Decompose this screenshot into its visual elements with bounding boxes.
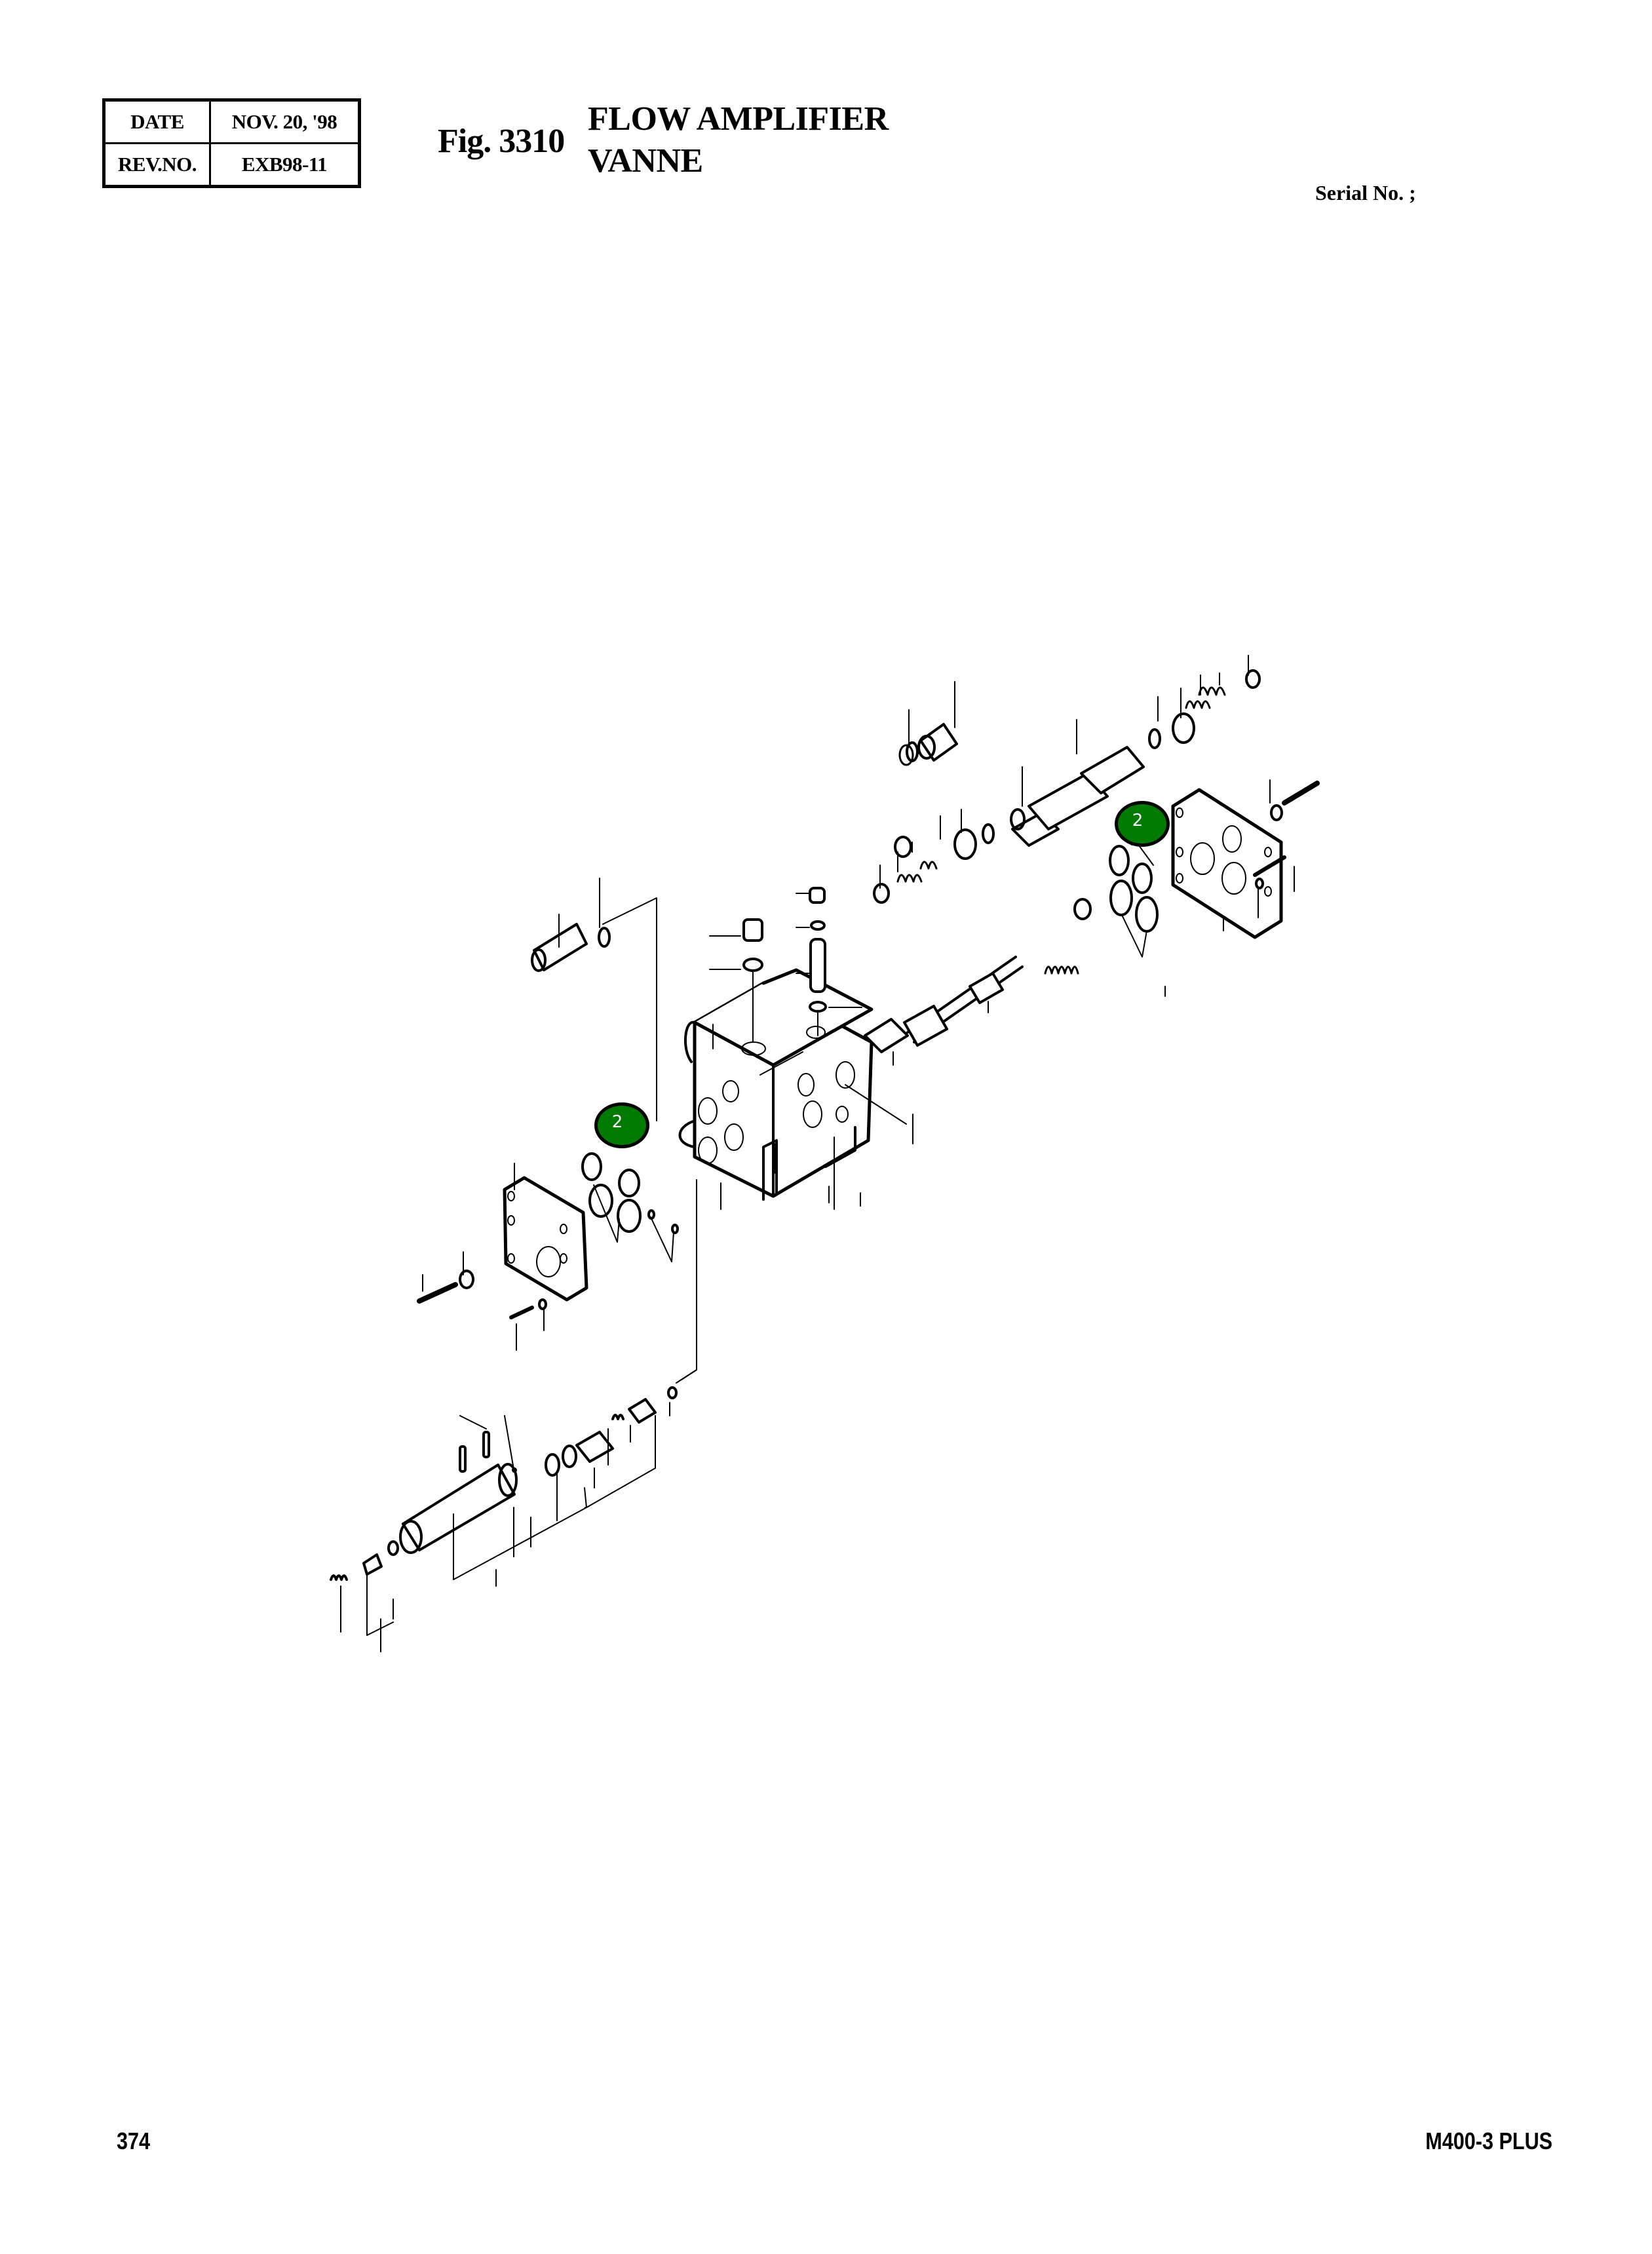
right-cover-holes [1176, 807, 1272, 897]
figure-title: FLOW AMPLIFIER VANNE [588, 98, 889, 182]
left-screws [417, 1270, 547, 1319]
revision-value: EXB98-11 [209, 142, 360, 187]
right-o-rings [1109, 845, 1159, 933]
callout-label: 2 [611, 1112, 623, 1132]
figure-number: Fig. 3310 [438, 123, 565, 160]
valve-body-ports [698, 1026, 856, 1168]
revision-table: DATE NOV. 20, '98 REV.NO. EXB98-11 [102, 98, 361, 188]
seals-upper [873, 669, 1261, 920]
middle-spool [864, 956, 1024, 1053]
left-o-rings [581, 1152, 679, 1234]
sleeve-upper [898, 723, 958, 766]
revision-row: REV.NO. EXB98-11 [103, 142, 360, 187]
model-name: M400-3 PLUS [1425, 2128, 1552, 2154]
date-label: DATE [103, 99, 211, 144]
title-line-1: FLOW AMPLIFIER [588, 100, 889, 138]
revision-label: REV.NO. [103, 142, 211, 187]
lower-cartridge [330, 1386, 678, 1581]
callout-label: 2 [1132, 811, 1143, 830]
page-number: 374 [117, 2128, 151, 2154]
serial-number-label: Serial No. ; [1315, 181, 1416, 204]
left-cover-holes [507, 1191, 567, 1277]
leader-lines [340, 655, 1295, 1652]
date-value: NOV. 20, '98 [209, 99, 360, 144]
callout-marker-2-left[interactable]: 2 [594, 1102, 649, 1148]
left-cover-plate [503, 1176, 588, 1302]
right-screws [1253, 781, 1320, 889]
upper-spool [1010, 746, 1145, 847]
date-row: DATE NOV. 20, '98 [103, 99, 360, 144]
right-cover-plate [1171, 788, 1283, 939]
left-sleeve [531, 923, 611, 972]
spring-set-upper [896, 686, 1226, 975]
top-plugs [742, 887, 827, 1013]
valve-body [678, 968, 874, 1201]
callout-marker-2-right[interactable]: 2 [1115, 801, 1170, 847]
title-line-2: VANNE [588, 142, 703, 180]
